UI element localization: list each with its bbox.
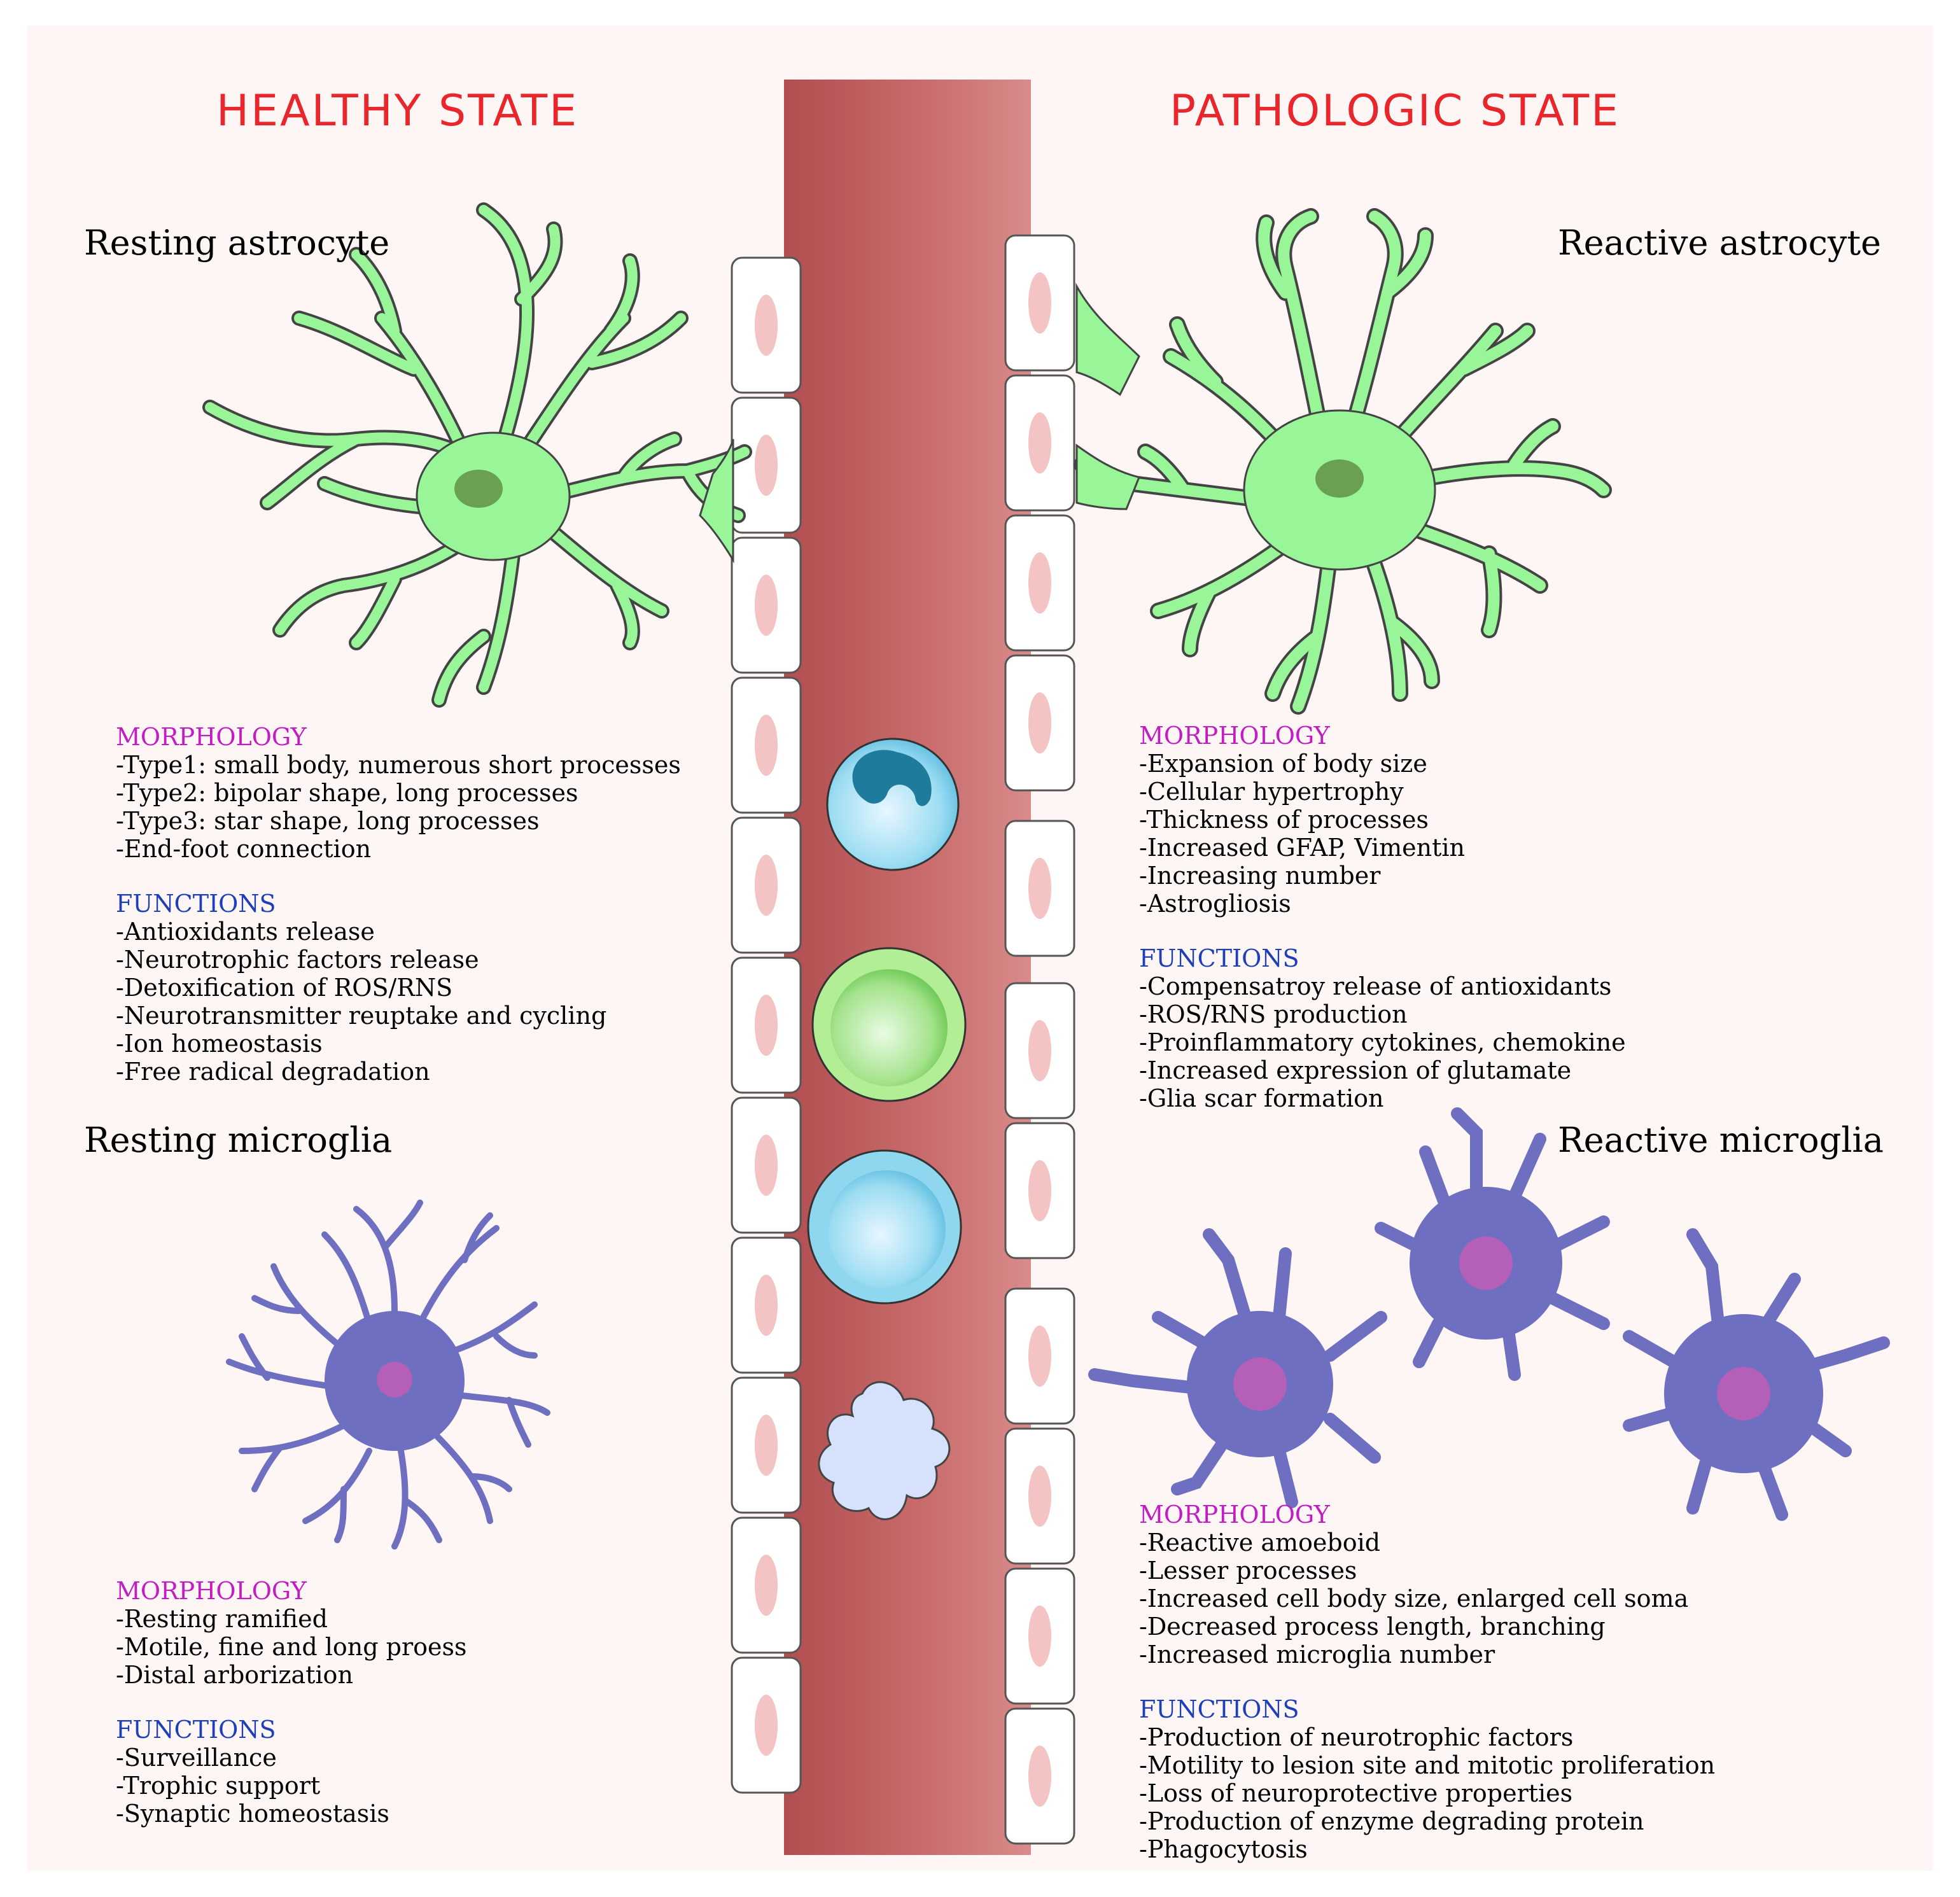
reactive-microglia-title: Reactive microglia xyxy=(1558,1120,1884,1160)
list-item: -Neurotransmitter reuptake and cycling xyxy=(116,1002,607,1030)
list-item: -Distal arborization xyxy=(116,1661,353,1689)
functions-heading: FUNCTIONS xyxy=(116,890,276,918)
list-item: -Antioxidants release xyxy=(116,918,375,946)
functions-heading: FUNCTIONS xyxy=(116,1716,276,1744)
morphology-heading: MORPHOLOGY xyxy=(1139,1501,1330,1529)
list-item: -Expansion of body size xyxy=(1139,750,1427,778)
list-item: -Resting ramified xyxy=(116,1605,328,1633)
list-item: -Type1: small body, numerous short proce… xyxy=(116,751,681,779)
reactive-astrocyte-title: Reactive astrocyte xyxy=(1558,223,1881,263)
list-item: -Lesser processes xyxy=(1139,1557,1357,1585)
pathologic-state-title: PATHOLOGIC STATE xyxy=(1170,86,1621,136)
functions-heading: FUNCTIONS xyxy=(1139,1695,1299,1723)
endothelial-nuclei-right xyxy=(1028,272,1051,1807)
list-item: -Glia scar formation xyxy=(1139,1084,1384,1112)
resting-microglia-description: MORPHOLOGY -Resting ramified -Motile, fi… xyxy=(116,1577,467,1854)
functions-list: -Surveillance -Trophic support -Synaptic… xyxy=(116,1744,467,1828)
functions-heading: FUNCTIONS xyxy=(1139,944,1299,972)
list-item: -ROS/RNS production xyxy=(1139,1000,1408,1028)
list-item: -Trophic support xyxy=(116,1772,321,1800)
morphology-list: -Expansion of body size -Cellular hypert… xyxy=(1139,750,1626,918)
list-item: -Motility to lesion site and mitotic pro… xyxy=(1139,1751,1716,1779)
list-item: -Production of enzyme degrading protein xyxy=(1139,1807,1644,1835)
list-item: -Decreased process length, branching xyxy=(1139,1613,1606,1641)
neutrophil-cell xyxy=(826,738,960,871)
reactive-microglia-description: MORPHOLOGY -Reactive amoeboid -Lesser pr… xyxy=(1139,1501,1715,1890)
morphology-heading: MORPHOLOGY xyxy=(1139,722,1330,750)
resting-astrocyte-title: Resting astrocyte xyxy=(84,223,390,263)
list-item: -Production of neurotrophic factors xyxy=(1139,1723,1574,1751)
functions-list: -Production of neurotrophic factors -Mot… xyxy=(1139,1723,1715,1863)
functions-list: -Compensatroy release of antioxidants -R… xyxy=(1139,972,1626,1112)
reactive-astrocyte-illustration xyxy=(1074,208,1612,715)
resting-astrocyte-illustration xyxy=(202,202,752,708)
reactive-microglia-illustration xyxy=(1088,1107,1890,1521)
list-item: -End-foot connection xyxy=(116,835,372,863)
morphology-list: -Resting ramified -Motile, fine and long… xyxy=(116,1605,467,1689)
list-item: -Surveillance xyxy=(116,1744,277,1772)
lymphocyte-green-cell xyxy=(811,947,967,1102)
list-item: -Detoxification of ROS/RNS xyxy=(116,974,453,1002)
list-item: -Type3: star shape, long processes xyxy=(116,807,540,835)
morphology-list: -Type1: small body, numerous short proce… xyxy=(116,751,681,863)
healthy-state-title: HEALTHY STATE xyxy=(216,86,579,136)
monocyte-blue-cell xyxy=(807,1149,962,1305)
list-item: -Phagocytosis xyxy=(1139,1835,1308,1863)
list-item: -Increasing number xyxy=(1139,862,1381,890)
list-item: -Increased expression of glutamate xyxy=(1139,1056,1572,1084)
list-item: -Increased microglia number xyxy=(1139,1641,1495,1669)
list-item: -Compensatroy release of antioxidants xyxy=(1139,972,1612,1000)
reactive-astrocyte-description: MORPHOLOGY -Expansion of body size -Cell… xyxy=(1139,722,1626,1139)
resting-microglia-illustration xyxy=(226,1200,550,1550)
list-item: -Neurotrophic factors release xyxy=(116,946,479,974)
list-item: -Astrogliosis xyxy=(1139,890,1291,918)
morphology-list: -Reactive amoeboid -Lesser processes -In… xyxy=(1139,1529,1715,1669)
morphology-heading: MORPHOLOGY xyxy=(116,1577,307,1605)
list-item: -Free radical degradation xyxy=(116,1058,430,1086)
list-item: -Motile, fine and long proess xyxy=(116,1633,467,1661)
list-item: -Cellular hypertrophy xyxy=(1139,778,1404,806)
list-item: -Increased cell body size, enlarged cell… xyxy=(1139,1585,1689,1613)
resting-microglia-title: Resting microglia xyxy=(84,1120,393,1160)
list-item: -Type2: bipolar shape, long processes xyxy=(116,779,578,807)
platelet-cell xyxy=(818,1381,951,1520)
list-item: -Synaptic homeostasis xyxy=(116,1800,389,1828)
list-item: -Thickness of processes xyxy=(1139,806,1429,834)
list-item: -Ion homeostasis xyxy=(116,1030,323,1058)
list-item: -Loss of neuroprotective properties xyxy=(1139,1779,1573,1807)
list-item: -Increased GFAP, Vimentin xyxy=(1139,834,1466,862)
list-item: -Proinflammatory cytokines, chemokine xyxy=(1139,1028,1626,1056)
morphology-heading: MORPHOLOGY xyxy=(116,723,307,751)
functions-list: -Antioxidants release -Neurotrophic fact… xyxy=(116,918,681,1086)
resting-astrocyte-description: MORPHOLOGY -Type1: small body, numerous … xyxy=(116,723,681,1112)
list-item: -Reactive amoeboid xyxy=(1139,1529,1381,1557)
endothelial-nuclei-left xyxy=(755,295,778,1756)
